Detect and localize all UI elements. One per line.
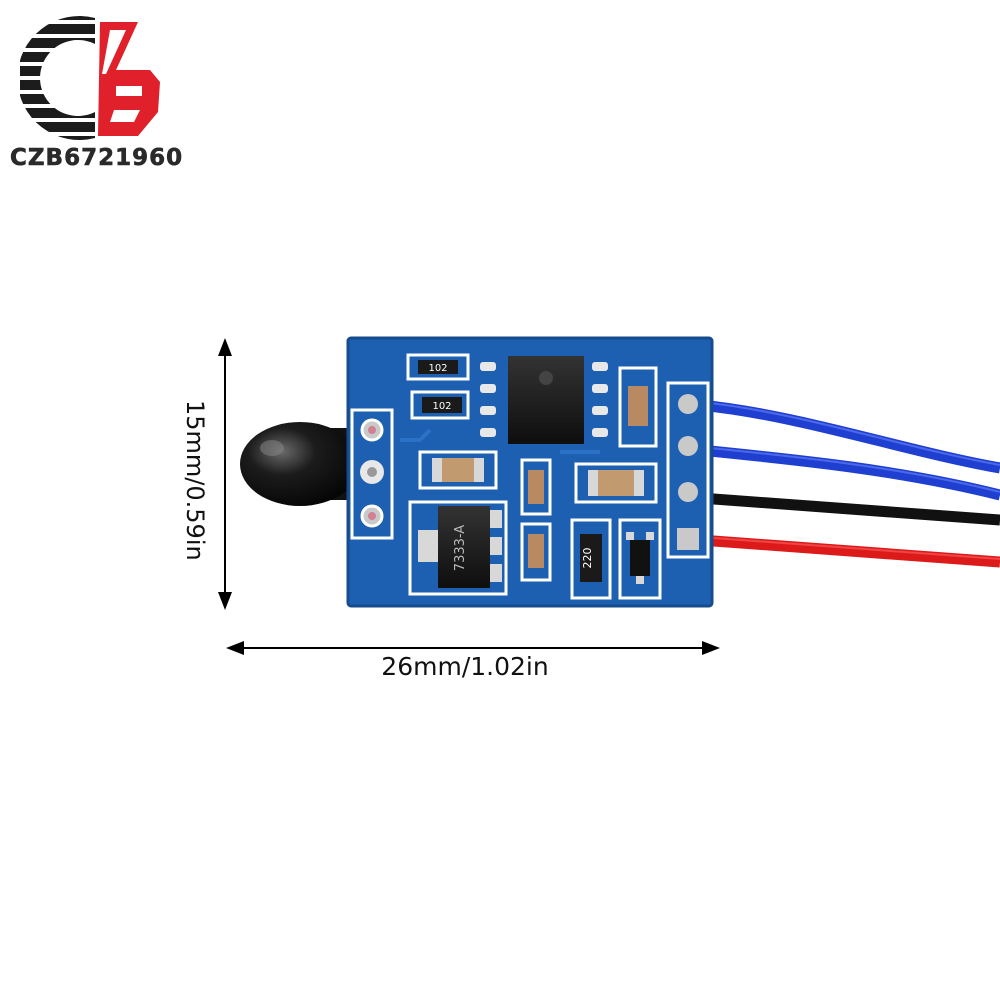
height-dimension-arrow xyxy=(218,338,232,610)
resistor-3-label: 220 xyxy=(581,548,594,569)
width-dimension-arrow xyxy=(226,641,720,655)
resistor-2-label: 102 xyxy=(432,401,451,412)
ir-receiver-dome xyxy=(240,422,360,506)
resistor-1-label: 102 xyxy=(428,363,447,374)
pcb-board: 102 102 xyxy=(346,336,714,608)
main-ic-chip xyxy=(480,356,608,444)
wire-bundle xyxy=(699,399,1000,568)
width-dimension-label: 26mm/1.02in xyxy=(381,652,549,681)
height-dimension-label: 15mm/0.59in xyxy=(181,400,209,561)
brand-logo-text: CZB6721960 xyxy=(10,145,184,172)
logo-zb-mark xyxy=(98,22,160,136)
brand-logo xyxy=(20,15,160,141)
voltage-regulator: 7333-A xyxy=(408,500,508,596)
regulator-label: 7333-A xyxy=(453,525,468,571)
